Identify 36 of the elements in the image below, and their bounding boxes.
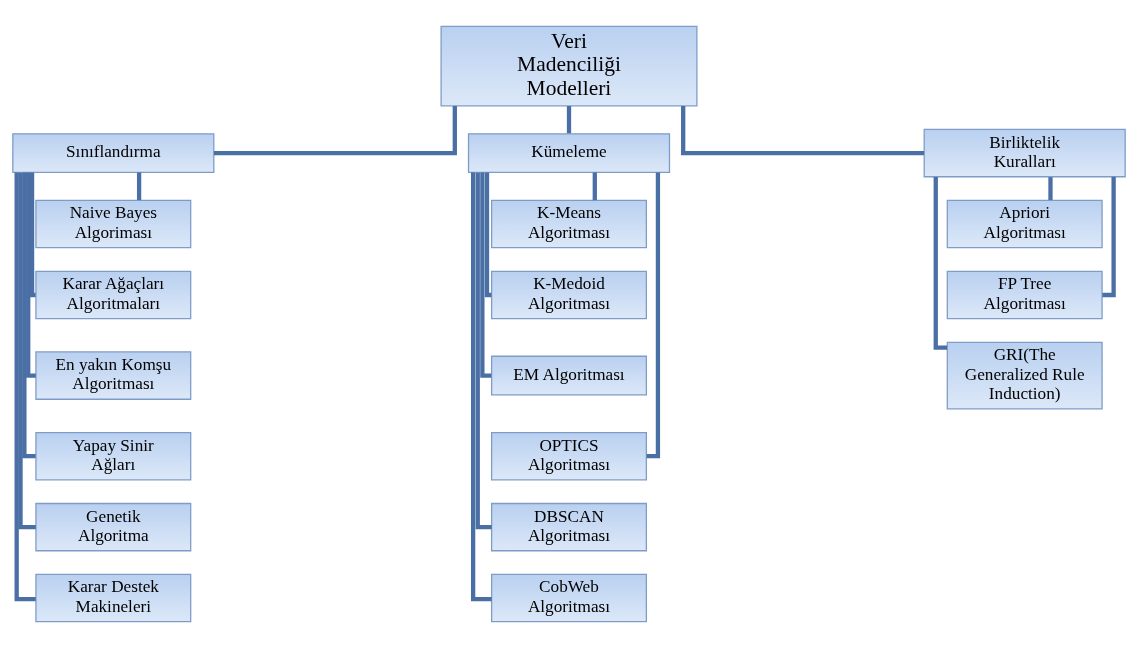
node-box: Birliktelik Kuralları	[923, 128, 1126, 178]
connector	[566, 106, 572, 134]
node-box: DBSCAN Algoritması	[490, 502, 648, 552]
node-box: Yapay Sinir Ağları	[35, 431, 192, 481]
connector	[471, 172, 492, 602]
connector	[480, 172, 492, 378]
connector	[933, 176, 947, 350]
connector	[484, 172, 492, 298]
node-box: Karar Destek Makineleri	[35, 573, 192, 623]
node-box: Apriori Algoritması	[946, 199, 1103, 249]
node-box: OPTICS Algoritması	[490, 431, 648, 481]
connector	[136, 172, 142, 201]
node-box: En yakın Komşu Algoritması	[35, 351, 192, 400]
connector	[29, 172, 36, 298]
connector	[681, 106, 925, 156]
node-box: FP Tree Algoritması	[946, 270, 1103, 320]
node-box: Veri Madenciliği Modelleri	[440, 25, 698, 107]
node-box: Naive Bayes Algoriması	[35, 199, 192, 249]
node-box: Karar Ağaçları Algoritmaları	[35, 270, 192, 320]
connector	[22, 172, 36, 459]
connector	[26, 172, 36, 378]
connector	[18, 172, 36, 530]
node-box: Kümeleme	[467, 133, 671, 174]
node-box: K-Means Algoritması	[490, 199, 648, 249]
node-box: CobWeb Algoritması	[490, 573, 648, 623]
connector	[646, 172, 661, 459]
connector	[475, 172, 492, 530]
node-box: GRI(The Generalized Rule Induction)	[946, 341, 1103, 410]
connector	[1048, 177, 1053, 201]
node-box: K-Medoid Algoritması	[490, 270, 648, 320]
node-box: Genetik Algoritma	[35, 502, 192, 552]
connector	[213, 106, 457, 156]
connector	[592, 172, 597, 201]
connector	[1102, 176, 1116, 298]
node-box: Sınıflandırma	[12, 133, 215, 174]
node-box: EM Algoritması	[490, 355, 648, 396]
